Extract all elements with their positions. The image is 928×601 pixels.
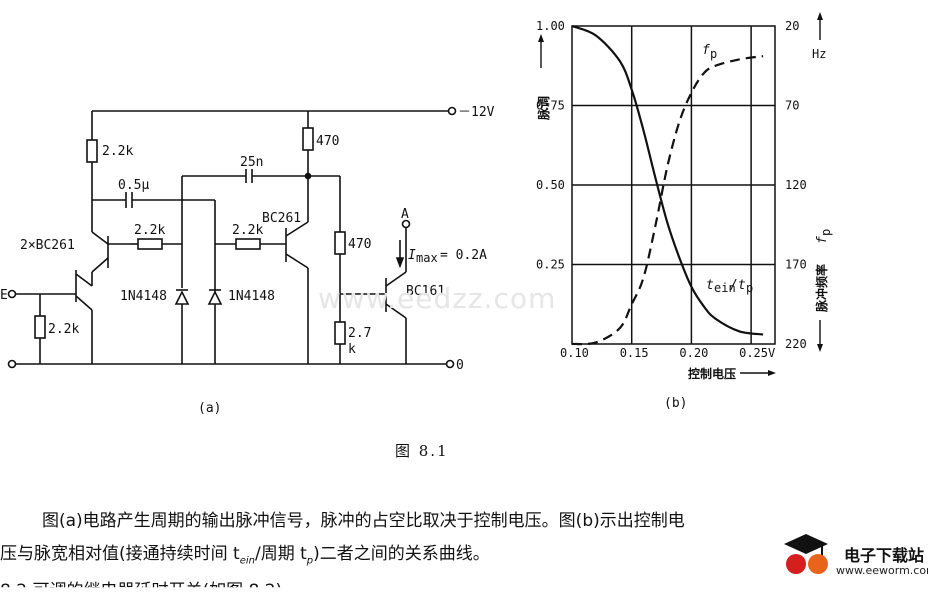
series-label-ratio: t	[706, 278, 714, 293]
circuit-schematic	[7, 106, 457, 369]
label-node-a: A	[401, 207, 409, 222]
y-left-tick-label: 0.50	[536, 178, 565, 192]
label-q2: BC261	[262, 211, 301, 226]
output-terminal-a	[401, 219, 411, 229]
y-right-tick-label: 70	[785, 99, 799, 113]
label-q3: BC161	[406, 284, 445, 299]
label-d2: 1N4148	[228, 289, 275, 304]
x-arrow-head	[768, 370, 776, 376]
y-left-tick-label: 0.25	[536, 258, 565, 272]
figure-caption: 图 8.1	[395, 442, 449, 460]
label-r7: 2.7	[348, 326, 371, 341]
y-right-tick-label: 20	[785, 19, 799, 33]
series-line-frequency	[571, 55, 764, 346]
label-r7-unit: k	[348, 342, 356, 357]
label-r5: 2.2k	[48, 322, 79, 337]
supply-label: －12V	[458, 105, 495, 120]
x-tick-label: 0.15	[620, 346, 649, 360]
resistor-r5	[34, 315, 46, 339]
y-left-tick-label: 0.75	[536, 99, 565, 113]
resistor-r2	[302, 127, 314, 151]
ground-terminal-left	[7, 359, 17, 369]
chart-grid	[571, 25, 776, 345]
watermark: www.eedzz.com	[318, 282, 557, 315]
hz-arrow-head	[817, 12, 823, 20]
series-label-fp-sub: p	[710, 47, 717, 61]
series-line-ratio	[571, 24, 764, 336]
label-imax-value: = 0.2A	[440, 248, 487, 263]
label-r1: 2.2k	[102, 144, 133, 159]
circuit-labels: －12V 2.2k 470 0.5μ 25n 2×BC261 BC261 2.2…	[0, 105, 495, 416]
series-label-fp: f	[702, 43, 710, 58]
site-logo[interactable]: 电子下载站 www.eeworm.com	[778, 530, 928, 580]
logo-mark-icon	[784, 534, 828, 574]
resistor-r4	[235, 238, 261, 250]
resistor-r7	[334, 321, 346, 345]
label-r2: 470	[316, 134, 339, 149]
label-input: E	[0, 288, 8, 303]
series-label-ratio-sub2: p	[746, 281, 753, 295]
chart-series	[571, 24, 764, 346]
series-label-ratio-sub: ein	[714, 281, 736, 295]
logo-text: 电子下载站	[844, 546, 925, 565]
x-axis-title: 控制电压	[688, 366, 736, 381]
logo-url: www.eeworm.com	[836, 564, 928, 577]
resistor-r3	[137, 238, 163, 250]
y-right-tick-label: 120	[785, 178, 807, 192]
input-terminal	[7, 289, 17, 299]
ground-terminal-right	[445, 359, 455, 369]
chart-b: 0.10 0.15 0.20 0.25V 1.00 0.75 0.50 0.25 20 70 120…	[536, 12, 833, 411]
label-imax: I	[408, 248, 416, 263]
label-c1: 0.5μ	[118, 178, 149, 193]
y-right-arrow-head	[817, 344, 823, 352]
y-left-tick-label: 1.00	[536, 19, 565, 33]
y-right-tick-label: 220	[785, 337, 807, 351]
x-tick-label: 0.10	[560, 346, 589, 360]
circuit-sublabel: (a)	[198, 401, 221, 416]
chart-sublabel: (b)	[664, 396, 687, 411]
label-imax-sub: max	[416, 251, 438, 265]
hz-label: Hz	[812, 47, 826, 61]
label-r3: 2.2k	[134, 223, 165, 238]
resistor-r6	[334, 231, 346, 255]
label-r4: 2.2k	[232, 223, 263, 238]
chart-tick-labels: 0.10 0.15 0.20 0.25V 1.00 0.75 0.50 0.25 20 70 120…	[536, 19, 807, 360]
body-line-1: 图(a)电路产生周期的输出脉冲信号，脉冲的占空比取决于控制电压。图(b)示出控制…	[42, 511, 685, 531]
y-right-tick-label: 170	[785, 258, 807, 272]
label-q1: 2×BC261	[20, 238, 75, 253]
label-d1: 1N4148	[120, 289, 167, 304]
x-tick-label: 0.20	[679, 346, 708, 360]
y-axis-left-title: 脉调	[536, 96, 551, 121]
body-line-2: 压与脉宽相对值(接通持续时间 tein/周期 tp)二者之间的关系曲线。	[0, 544, 490, 567]
label-r6: 470	[348, 237, 371, 252]
label-ground: 0	[456, 358, 464, 373]
resistor-r1	[86, 139, 98, 163]
supply-terminal	[447, 106, 457, 116]
y-axis-right-symbol-sub: p	[819, 229, 833, 236]
next-section-heading-cut: 8.2 可调的继电器延时开关(如图 8.2)	[0, 581, 283, 601]
y-left-arrow-head	[538, 34, 544, 42]
body-text: 图(a)电路产生周期的输出脉冲信号，脉冲的占空比取决于控制电压。图(b)示出控制…	[0, 505, 880, 577]
label-c2: 25n	[240, 155, 263, 170]
y-axis-right-title: 脉冲频率	[814, 264, 829, 313]
series-label-ratio-rest: /t	[730, 278, 746, 293]
x-tick-label: 0.25V	[739, 346, 775, 360]
y-axis-right-symbol: f	[815, 236, 830, 244]
